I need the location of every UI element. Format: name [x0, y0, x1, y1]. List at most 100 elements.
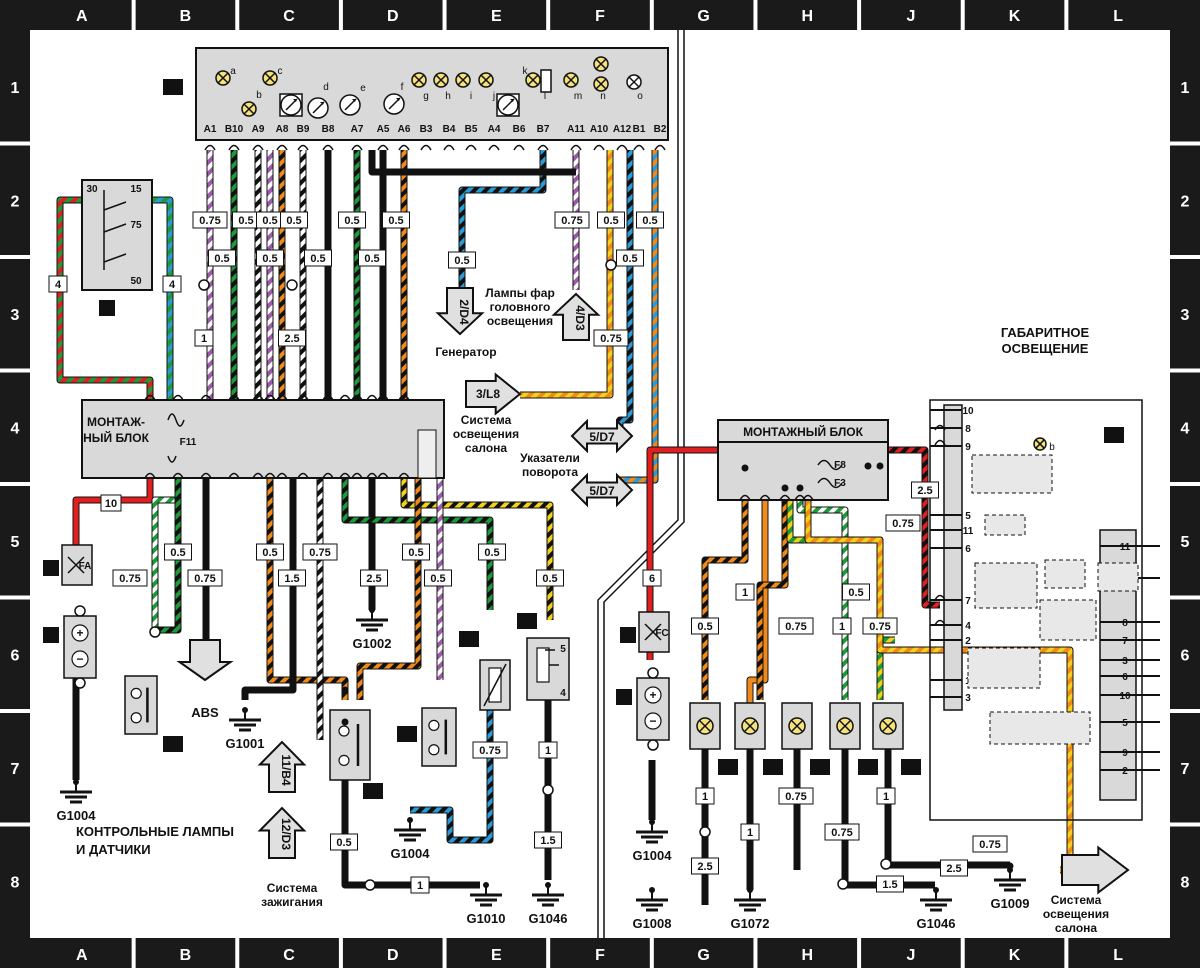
- cluster-element-letter: g: [423, 91, 429, 102]
- cluster-pin-label: A12: [613, 124, 632, 135]
- wire-size-c5-c-box: [302, 543, 338, 561]
- wire-size-e3-box: [448, 251, 476, 269]
- column-divider: [857, 938, 862, 968]
- mount-pin-top: [377, 394, 389, 401]
- wire-size-k5a: 2.5: [917, 485, 932, 497]
- cluster-pin-label: B3: [420, 124, 433, 135]
- cluster-wire-size: 0.75: [561, 215, 582, 227]
- wire-size-d5-a-box: [360, 569, 388, 587]
- cluster-pin-connector: [654, 144, 666, 151]
- cluster-pin-label: B6: [513, 124, 526, 135]
- ground-g1046-right-label: G1046: [916, 916, 955, 931]
- wire-size-h6a: 1: [742, 587, 748, 599]
- sensor-18-number-box: [397, 726, 417, 742]
- ground-g1046-left-label: G1046: [528, 911, 567, 926]
- column-divider: [442, 938, 447, 968]
- row-label-left: 2: [11, 193, 20, 210]
- mount-pin-top: [276, 394, 288, 401]
- row-divider: [0, 482, 30, 486]
- wire-size-f3b-box: [593, 329, 629, 347]
- wire-size-f5-box: [536, 569, 564, 587]
- switch13-connector: [934, 594, 946, 601]
- text-ignition: зажигания: [261, 895, 323, 909]
- ref-11b4: 11/B4: [279, 754, 293, 786]
- cluster-pin-connector: [276, 144, 288, 151]
- cluster-pin-label: A4: [488, 124, 501, 135]
- wire-size-g8-box: [691, 857, 719, 875]
- cluster-pin-label: A1: [204, 124, 217, 135]
- row-label-right: 3: [1181, 307, 1190, 324]
- wire-size-k8-box: [972, 835, 1008, 853]
- fuse-f8-label: F8: [834, 460, 846, 471]
- wire-b1: [620, 150, 658, 483]
- switch-pin-left: 7: [965, 596, 971, 607]
- row-divider: [1170, 709, 1200, 713]
- gauge-clock-icon: [280, 94, 302, 116]
- wire-connector-ring: [149, 626, 161, 638]
- row-label-left: 1: [11, 80, 20, 97]
- cluster-pin-label: B1: [633, 124, 646, 135]
- wire-25: [757, 500, 788, 700]
- ref-arrow-2d4: [435, 287, 485, 336]
- ground-g1046-left: [532, 882, 564, 907]
- mount-pin-bottom: [144, 472, 156, 479]
- mount-pin-top: [322, 394, 334, 401]
- switch-pin-right: 5: [1122, 718, 1128, 729]
- switch13-connector: [934, 424, 946, 431]
- mount-pin-bottom: [398, 472, 410, 479]
- row-label-right: 2: [1181, 193, 1190, 210]
- wire-size-c3-b: 0.5: [262, 253, 277, 265]
- column-divider: [753, 0, 758, 30]
- row-divider: [1170, 141, 1200, 146]
- wire-size-h6a-box: [735, 583, 755, 601]
- cluster-pin-connector: [465, 144, 477, 151]
- switch-pin-left: 9: [965, 442, 971, 453]
- column-label-bottom: A: [76, 947, 88, 964]
- column-label-top: E: [491, 8, 502, 25]
- wire-size-f5: 0.5: [542, 573, 557, 585]
- column-label-bottom: B: [180, 947, 192, 964]
- ignition-contacts: [103, 190, 127, 270]
- row-divider: [0, 822, 30, 827]
- battery-left-terminal: [74, 605, 86, 617]
- ground-g1009: [994, 867, 1026, 892]
- wire-connector-ring: [364, 879, 376, 891]
- mount-pin-top: [264, 394, 276, 401]
- ground-g1001-label: G1001: [225, 736, 264, 751]
- ref-5d7-b: 5/D7: [589, 484, 615, 498]
- cluster-pin-label: B7: [537, 124, 550, 135]
- wire-size-j7a: 0.75: [831, 827, 852, 839]
- cluster-element-letter: n: [600, 91, 606, 102]
- cluster-pin-connector: [593, 144, 605, 151]
- ref-4d3: 4/D3: [573, 305, 587, 331]
- wire-size-j7b-box: [876, 787, 896, 805]
- column-label-top: K: [1009, 8, 1021, 25]
- lamp-25-number-box: [810, 759, 830, 775]
- indicator-lamp-icon: [411, 72, 427, 88]
- mount-pin-bottom: [351, 472, 363, 479]
- switch-pin-right: 11: [1120, 542, 1131, 553]
- wire-size-c3-e-box: [278, 329, 306, 347]
- mount-right-pin: [779, 494, 791, 501]
- column-label-bottom: H: [801, 947, 813, 964]
- indicator-lamp-icon: [478, 72, 494, 88]
- text-indicators: поворота: [522, 465, 578, 479]
- sensor-17-body: [329, 709, 371, 781]
- battery-left-minus-icon: −: [76, 652, 83, 666]
- indicator-lamp-icon: [241, 101, 257, 117]
- column-label-top: F: [595, 8, 605, 25]
- wire-size-j8a-box: [876, 875, 904, 893]
- cluster-pin-connector: [228, 144, 240, 151]
- resistor-l-icon: [540, 69, 552, 93]
- ground-g1004-mid: [394, 817, 426, 842]
- wire-size-ign-b-box: [162, 275, 182, 293]
- switch-contact-group: [989, 711, 1091, 745]
- wire-size-f8: 1.5: [540, 835, 555, 847]
- cluster-wire-size: 0.5: [344, 215, 359, 227]
- wire-junction-dot: [341, 718, 349, 726]
- wire-size-f8-box: [534, 831, 562, 849]
- cluster-pin-connector: [322, 144, 334, 151]
- wire-size-g7: 1: [702, 791, 708, 803]
- switch-contact-group: [984, 514, 1026, 536]
